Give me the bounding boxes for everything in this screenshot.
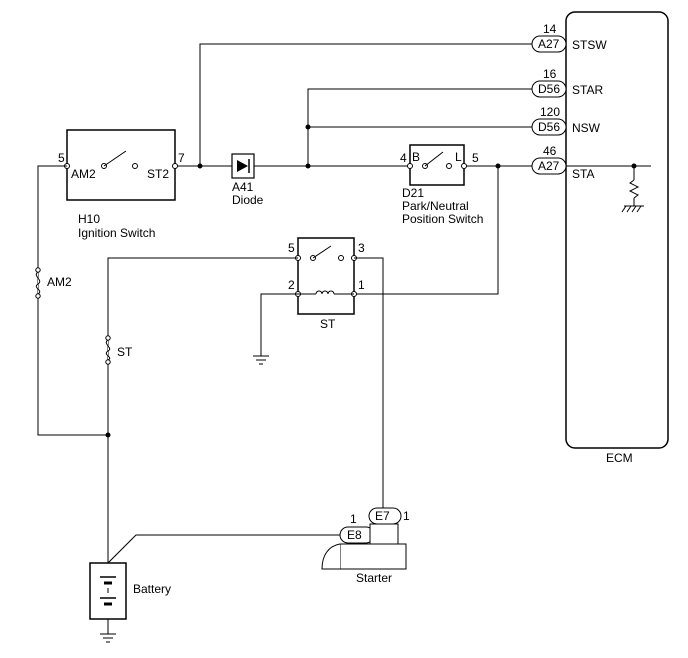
starter: E8 1 E7 1 Starter (321, 507, 410, 585)
battery-ground (100, 619, 116, 643)
ignition-switch-code: H10 (78, 212, 100, 226)
starter-conn-e7: E7 (375, 509, 390, 523)
st-relay-box (297, 237, 355, 315)
ignition-switch-term-am2: AM2 (71, 167, 96, 181)
wire-battery-to-starter (107, 534, 340, 564)
st-fuse: ST (105, 335, 133, 365)
diode-name: Diode (232, 193, 264, 207)
starter-conn-e7-pin: 1 (403, 509, 410, 523)
st-relay-name: ST (320, 317, 336, 331)
ecm-pin-sta-number: 46 (543, 144, 557, 158)
diode: A41 Diode (231, 153, 264, 207)
am2-fuse-label: AM2 (47, 275, 72, 289)
ignition-switch-pin-right-number: 7 (178, 151, 185, 165)
battery: Battery (89, 562, 171, 620)
ecm-pin-star-name: STAR (572, 83, 603, 97)
battery-label: Battery (133, 582, 171, 596)
ecm-pin-stsw-number: 14 (543, 22, 557, 36)
diode-code: A41 (232, 180, 254, 194)
st-relay-pin-3: 3 (358, 241, 365, 255)
pnp-switch-code: D21 (402, 186, 424, 200)
wire-relay-to-starter (354, 257, 384, 510)
ignition-switch-term-st2: ST2 (147, 167, 169, 181)
ignition-switch: 5 7 AM2 ST2 H10 Ignition Switch (58, 129, 185, 240)
ignition-switch-box (66, 129, 176, 201)
ecm-pin-star: 16 D56 STAR (531, 67, 603, 98)
st-relay-pin-1: 1 (358, 278, 365, 292)
wire-am2-fuse (37, 165, 108, 436)
starter-motor-icon (321, 543, 341, 570)
ecm-pin-sta-name: STA (572, 167, 594, 181)
st-fuse-label: ST (117, 345, 133, 359)
ecm-pin-stsw-name: STSW (572, 38, 607, 52)
st-relay-pin-2: 2 (288, 278, 295, 292)
st-relay: 5 3 2 1 ST (288, 237, 365, 331)
diode-symbol-icon (237, 160, 248, 172)
ecm-pin-stsw: 14 A27 STSW (531, 22, 607, 53)
pnp-switch: 4 5 B L D21 Park/Neutral Position Switch (400, 144, 483, 226)
ignition-switch-pin-left-number: 5 (58, 151, 65, 165)
ignition-switch-name: Ignition Switch (78, 226, 155, 240)
am2-fuse: AM2 (35, 267, 72, 299)
starter-label: Starter (356, 571, 392, 585)
ecm-pin-stsw-connector: A27 (538, 37, 560, 51)
ecm-box (565, 11, 669, 449)
pnp-switch-term-b: B (412, 150, 420, 164)
ecm-pin-sta: 46 A27 STA (531, 144, 594, 181)
ecm-pin-nsw-connector: D56 (538, 120, 560, 134)
wire-st-fuse (107, 257, 298, 435)
pnp-switch-pin-right-number: 5 (472, 151, 479, 165)
relay-coil-ground (253, 293, 298, 365)
pnp-switch-pin-left-number: 4 (400, 151, 407, 165)
wire-pnp-to-relay-coil (354, 166, 499, 295)
pnp-switch-name-line1: Park/Neutral (402, 199, 469, 213)
ecm-pin-nsw-name: NSW (572, 121, 601, 135)
pnp-switch-term-l: L (455, 150, 462, 164)
ecm-pin-star-connector: D56 (538, 82, 560, 96)
pnp-switch-name-line2: Position Switch (402, 212, 483, 226)
starter-conn-e8-pin: 1 (350, 512, 357, 526)
ecm-pin-sta-connector: A27 (538, 159, 560, 173)
wire-stsw (197, 43, 532, 169)
ecm-internal-resistor (566, 163, 651, 213)
ecm-pin-nsw-number: 120 (540, 105, 560, 119)
relay-coil-icon (315, 290, 335, 295)
ecm-pin-star-number: 16 (543, 67, 557, 81)
starter-conn-e8: E8 (347, 528, 362, 542)
ignition-switch-pin-right (172, 163, 178, 169)
ecm-pin-nsw: 120 D56 NSW (531, 105, 601, 136)
st-relay-pin-5: 5 (288, 241, 295, 255)
ecm-label: ECM (606, 451, 633, 465)
